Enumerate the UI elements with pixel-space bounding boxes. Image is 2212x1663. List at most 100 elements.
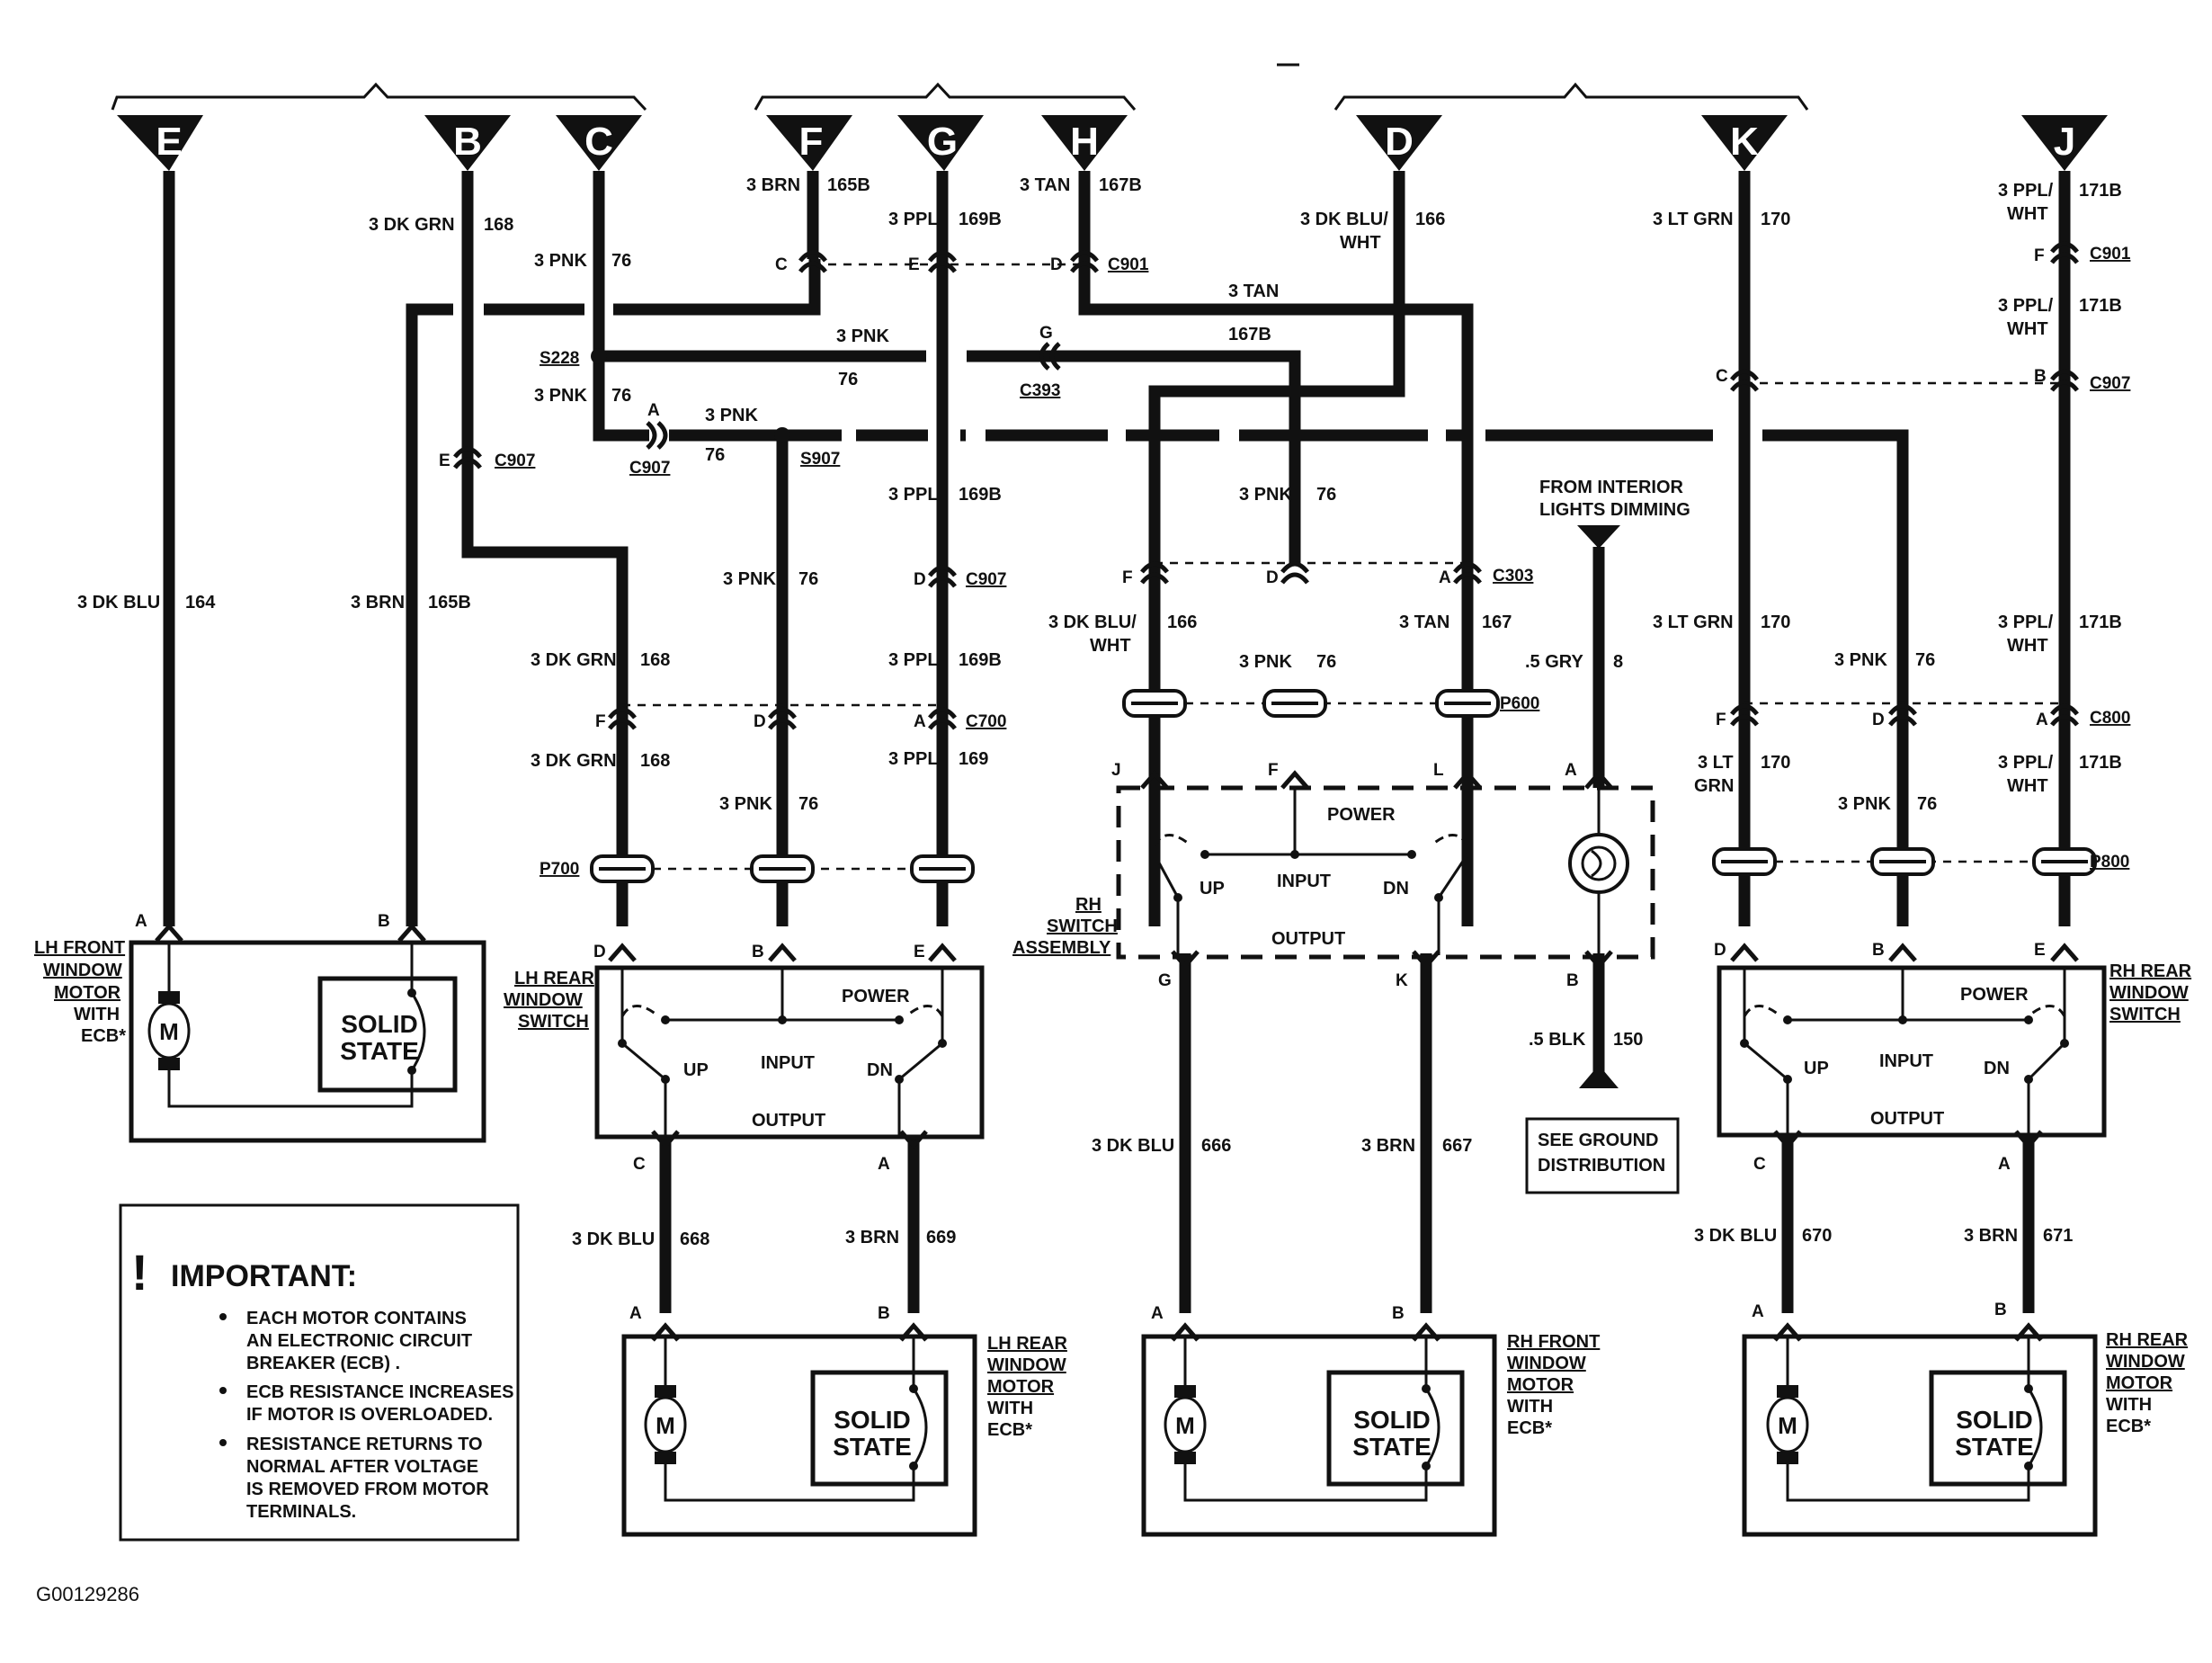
- svg-text:A: A: [1439, 568, 1451, 587]
- svg-text:WHT: WHT: [2007, 776, 2048, 796]
- svg-text:3 DK GRN: 3 DK GRN: [369, 215, 455, 235]
- svg-text:DISTRIBUTION: DISTRIBUTION: [1538, 1156, 1665, 1176]
- svg-text:C700: C700: [966, 712, 1006, 731]
- svg-text:WHT: WHT: [2007, 204, 2048, 224]
- svg-text:WHT: WHT: [2007, 636, 2048, 656]
- svg-text:3 LT GRN: 3 LT GRN: [1653, 210, 1734, 229]
- svg-text:3 PNK: 3 PNK: [719, 794, 772, 814]
- svg-text:F: F: [2034, 246, 2045, 265]
- svg-text:INPUT: INPUT: [1277, 872, 1331, 891]
- svg-text:168: 168: [640, 751, 670, 771]
- svg-text:A: A: [2036, 711, 2048, 729]
- svg-text:F: F: [1122, 568, 1133, 587]
- connector-labels: C901 C901 C907 C907 C907 C393 C907 C303 …: [135, 245, 2131, 1323]
- svg-text:168: 168: [640, 650, 670, 670]
- svg-text:E: E: [908, 255, 920, 274]
- lh-rear-window-switch: POWER INPUT UP DN OUTPUT: [594, 965, 985, 1140]
- svg-text:668: 668: [680, 1229, 709, 1249]
- svg-text:K: K: [1730, 120, 1759, 164]
- svg-text:EACH MOTOR CONTAINS: EACH MOTOR CONTAINS: [246, 1309, 467, 1328]
- svg-text:3 BRN: 3 BRN: [746, 175, 800, 195]
- svg-text:ASSEMBLY: ASSEMBLY: [1012, 938, 1111, 958]
- svg-text:IF MOTOR IS OVERLOADED.: IF MOTOR IS OVERLOADED.: [246, 1405, 493, 1425]
- svg-text:3 PNK: 3 PNK: [534, 251, 587, 271]
- svg-text:B: B: [1566, 971, 1579, 990]
- svg-text:3 PPL/: 3 PPL/: [1998, 753, 2054, 773]
- lh-front-window-motor: M SOLID STATE: [129, 940, 486, 1143]
- svg-text:IS REMOVED FROM MOTOR: IS REMOVED FROM MOTOR: [246, 1480, 489, 1499]
- ground-distribution-box: SEE GROUND DISTRIBUTION: [1525, 1117, 1680, 1194]
- svg-text:BREAKER (ECB) .: BREAKER (ECB) .: [246, 1354, 400, 1373]
- svg-text:670: 670: [1802, 1226, 1832, 1246]
- svg-text:166: 166: [1415, 210, 1445, 229]
- svg-text:K: K: [1396, 971, 1408, 990]
- svg-text:D: D: [1050, 255, 1063, 274]
- svg-text:671: 671: [2043, 1226, 2073, 1246]
- svg-text:H: H: [1070, 120, 1099, 164]
- svg-text:3 DK BLU: 3 DK BLU: [572, 1229, 655, 1249]
- svg-text:A: A: [629, 1304, 642, 1323]
- rh-rear-window-switch: POWER INPUT UP DN OUTPUT: [1717, 965, 2107, 1138]
- svg-text:WITH: WITH: [74, 1005, 120, 1024]
- svg-text:A: A: [878, 1155, 890, 1174]
- svg-text:SEE GROUND: SEE GROUND: [1538, 1131, 1658, 1150]
- svg-text:A: A: [1998, 1155, 2011, 1174]
- svg-text:D: D: [754, 712, 766, 731]
- svg-text:3 PPL: 3 PPL: [888, 485, 939, 505]
- svg-text:F: F: [1716, 711, 1726, 729]
- svg-text:AN ELECTRONIC CIRCUIT: AN ELECTRONIC CIRCUIT: [246, 1331, 472, 1351]
- svg-text:UP: UP: [1200, 879, 1225, 899]
- svg-text:3 PNK: 3 PNK: [1834, 650, 1887, 670]
- svg-text:3 PNK: 3 PNK: [1239, 485, 1292, 505]
- svg-text:B: B: [878, 1304, 890, 1323]
- svg-text:C800: C800: [2090, 709, 2130, 728]
- svg-text:C: C: [584, 120, 613, 164]
- svg-text:RH REAR: RH REAR: [2109, 961, 2192, 981]
- svg-text:.5 BLK: .5 BLK: [1529, 1030, 1586, 1050]
- svg-text:3 PNK: 3 PNK: [1838, 794, 1891, 814]
- svg-text:A: A: [647, 401, 660, 420]
- svg-text:170: 170: [1761, 612, 1790, 632]
- svg-text:.5 GRY: .5 GRY: [1525, 652, 1583, 672]
- svg-text:76: 76: [611, 251, 631, 271]
- svg-text:ECB*: ECB*: [81, 1026, 126, 1046]
- svg-text:76: 76: [798, 794, 818, 814]
- svg-text:D: D: [1872, 711, 1885, 729]
- svg-text:DN: DN: [1984, 1059, 2010, 1078]
- svg-text:G: G: [1039, 324, 1053, 343]
- terminal-j: J: [2021, 115, 2108, 171]
- svg-text:A: A: [135, 912, 147, 931]
- svg-text:M: M: [159, 1018, 179, 1045]
- svg-text:3 BRN: 3 BRN: [1964, 1226, 2018, 1246]
- svg-text:M: M: [1778, 1412, 1797, 1439]
- svg-text:D: D: [1714, 941, 1726, 960]
- terminal-f: F: [766, 115, 852, 171]
- terminal-b: B: [424, 115, 511, 171]
- svg-text:666: 666: [1201, 1136, 1231, 1156]
- svg-text:166: 166: [1167, 612, 1197, 632]
- svg-text:B: B: [453, 120, 482, 164]
- svg-text:NORMAL AFTER VOLTAGE: NORMAL AFTER VOLTAGE: [246, 1457, 478, 1477]
- svg-text:171B: 171B: [2079, 612, 2122, 632]
- svg-text:RH FRONT: RH FRONT: [1507, 1332, 1600, 1352]
- svg-text:P800: P800: [2090, 853, 2129, 872]
- component-labels: LH FRONT WINDOW MOTOR WITH ECB* LH REAR …: [34, 478, 2192, 1440]
- svg-text:B: B: [1872, 941, 1885, 960]
- svg-text:INPUT: INPUT: [761, 1053, 815, 1073]
- svg-text:167B: 167B: [1099, 175, 1142, 195]
- svg-text:STATE: STATE: [833, 1433, 912, 1461]
- svg-text:S228: S228: [540, 349, 579, 368]
- svg-text:C907: C907: [629, 459, 670, 478]
- svg-text:ECB*: ECB*: [1507, 1418, 1552, 1438]
- svg-text:FROM INTERIOR: FROM INTERIOR: [1539, 478, 1684, 497]
- svg-text:168: 168: [484, 215, 513, 235]
- svg-text:WITH: WITH: [987, 1399, 1033, 1418]
- important-note-box: ! IMPORTANT: EACH MOTOR CONTAINS AN ELEC…: [119, 1203, 520, 1542]
- svg-text:ECB*: ECB*: [987, 1420, 1032, 1440]
- terminal-h: H: [1041, 115, 1128, 171]
- svg-text:STATE: STATE: [340, 1037, 419, 1065]
- svg-text:!: !: [131, 1244, 148, 1301]
- svg-text:76: 76: [798, 569, 818, 589]
- svg-text:D: D: [1385, 120, 1414, 164]
